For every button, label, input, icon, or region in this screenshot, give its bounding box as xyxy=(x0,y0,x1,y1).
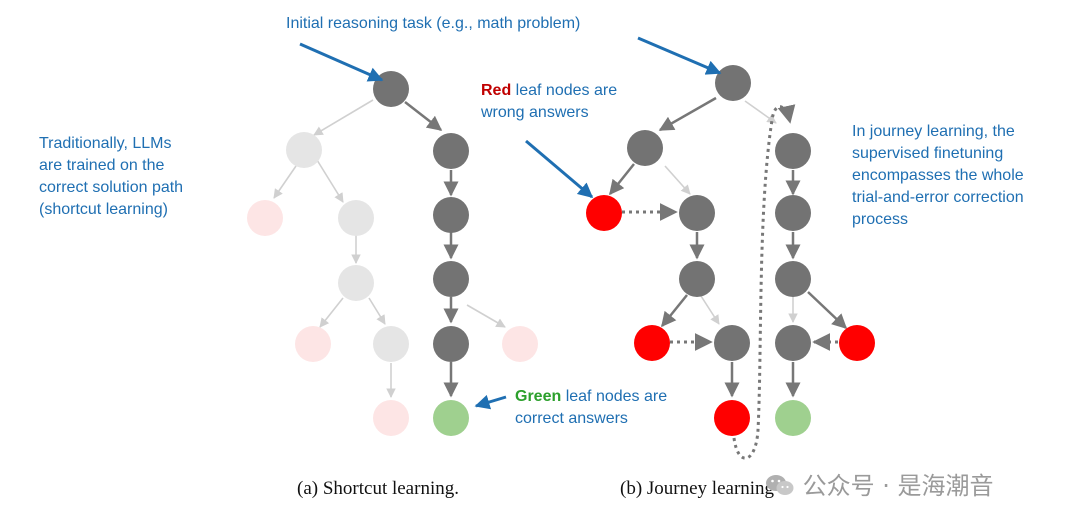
faded-node xyxy=(286,132,322,168)
journey-learning-note: In journey learning, the supervised fine… xyxy=(852,123,1024,228)
edge xyxy=(313,99,374,136)
faded-wrong-leaf-node xyxy=(247,200,283,236)
shortcut-learning-note: Traditionally, LLMs are trained on the c… xyxy=(39,135,184,218)
faded-node xyxy=(338,265,374,301)
edge xyxy=(744,100,777,124)
step-node xyxy=(775,261,811,297)
edge xyxy=(466,304,506,328)
red-note-text: leaf nodes are wrong answers xyxy=(481,82,618,121)
correct-leaf-node xyxy=(433,400,469,436)
edge xyxy=(661,294,688,328)
edge xyxy=(273,165,297,199)
initial-task-note: Initial reasoning task (e.g., math probl… xyxy=(286,15,581,32)
faded-node xyxy=(338,200,374,236)
step-node xyxy=(775,195,811,231)
root-node xyxy=(373,71,409,107)
annotation-arrow xyxy=(474,394,507,410)
edge xyxy=(319,297,344,328)
step-node xyxy=(433,197,469,233)
root-node xyxy=(715,65,751,101)
step-node xyxy=(775,325,811,361)
watermark-text: 公众号 · 是海潮音 xyxy=(802,472,994,500)
green-emphasis: Green xyxy=(515,388,562,405)
wrong-leaf-node xyxy=(714,400,750,436)
faded-wrong-leaf-node xyxy=(295,326,331,362)
step-node xyxy=(679,261,715,297)
wechat-icon xyxy=(765,473,795,497)
edge xyxy=(368,297,386,325)
edge xyxy=(316,159,344,203)
red-emphasis: Red xyxy=(481,82,512,99)
edge xyxy=(807,291,848,330)
caption-journey: (b) Journey learning xyxy=(620,478,775,499)
edge xyxy=(700,295,720,325)
edge xyxy=(658,96,717,132)
watermark: 公众号 · 是海潮音 xyxy=(765,466,994,501)
annotation-arrow xyxy=(299,42,384,82)
green-leaf-note: Green leaf nodes are correct answers xyxy=(515,386,667,430)
step-node xyxy=(775,133,811,169)
caption-shortcut: (a) Shortcut learning. xyxy=(297,478,459,499)
annotation-arrow xyxy=(525,139,594,199)
step-node xyxy=(433,261,469,297)
edge xyxy=(404,101,443,131)
green-note-text: leaf nodes are correct answers xyxy=(515,388,668,427)
edge xyxy=(664,165,691,195)
step-node xyxy=(714,325,750,361)
step-node xyxy=(433,133,469,169)
journey-tree xyxy=(586,65,875,460)
correct-leaf-node xyxy=(775,400,811,436)
step-node xyxy=(627,130,663,166)
annotation-arrow xyxy=(637,36,722,75)
faded-wrong-leaf-node xyxy=(502,326,538,362)
shortcut-tree xyxy=(247,71,538,436)
wrong-leaf-node xyxy=(839,325,875,361)
step-node xyxy=(433,326,469,362)
red-leaf-note: Red leaf nodes are wrong answers xyxy=(481,80,617,124)
backtrack-loop xyxy=(732,104,796,460)
faded-node xyxy=(373,326,409,362)
step-node xyxy=(679,195,715,231)
edge xyxy=(609,163,635,196)
faded-wrong-leaf-node xyxy=(373,400,409,436)
wrong-leaf-node xyxy=(634,325,670,361)
wrong-leaf-node xyxy=(586,195,622,231)
